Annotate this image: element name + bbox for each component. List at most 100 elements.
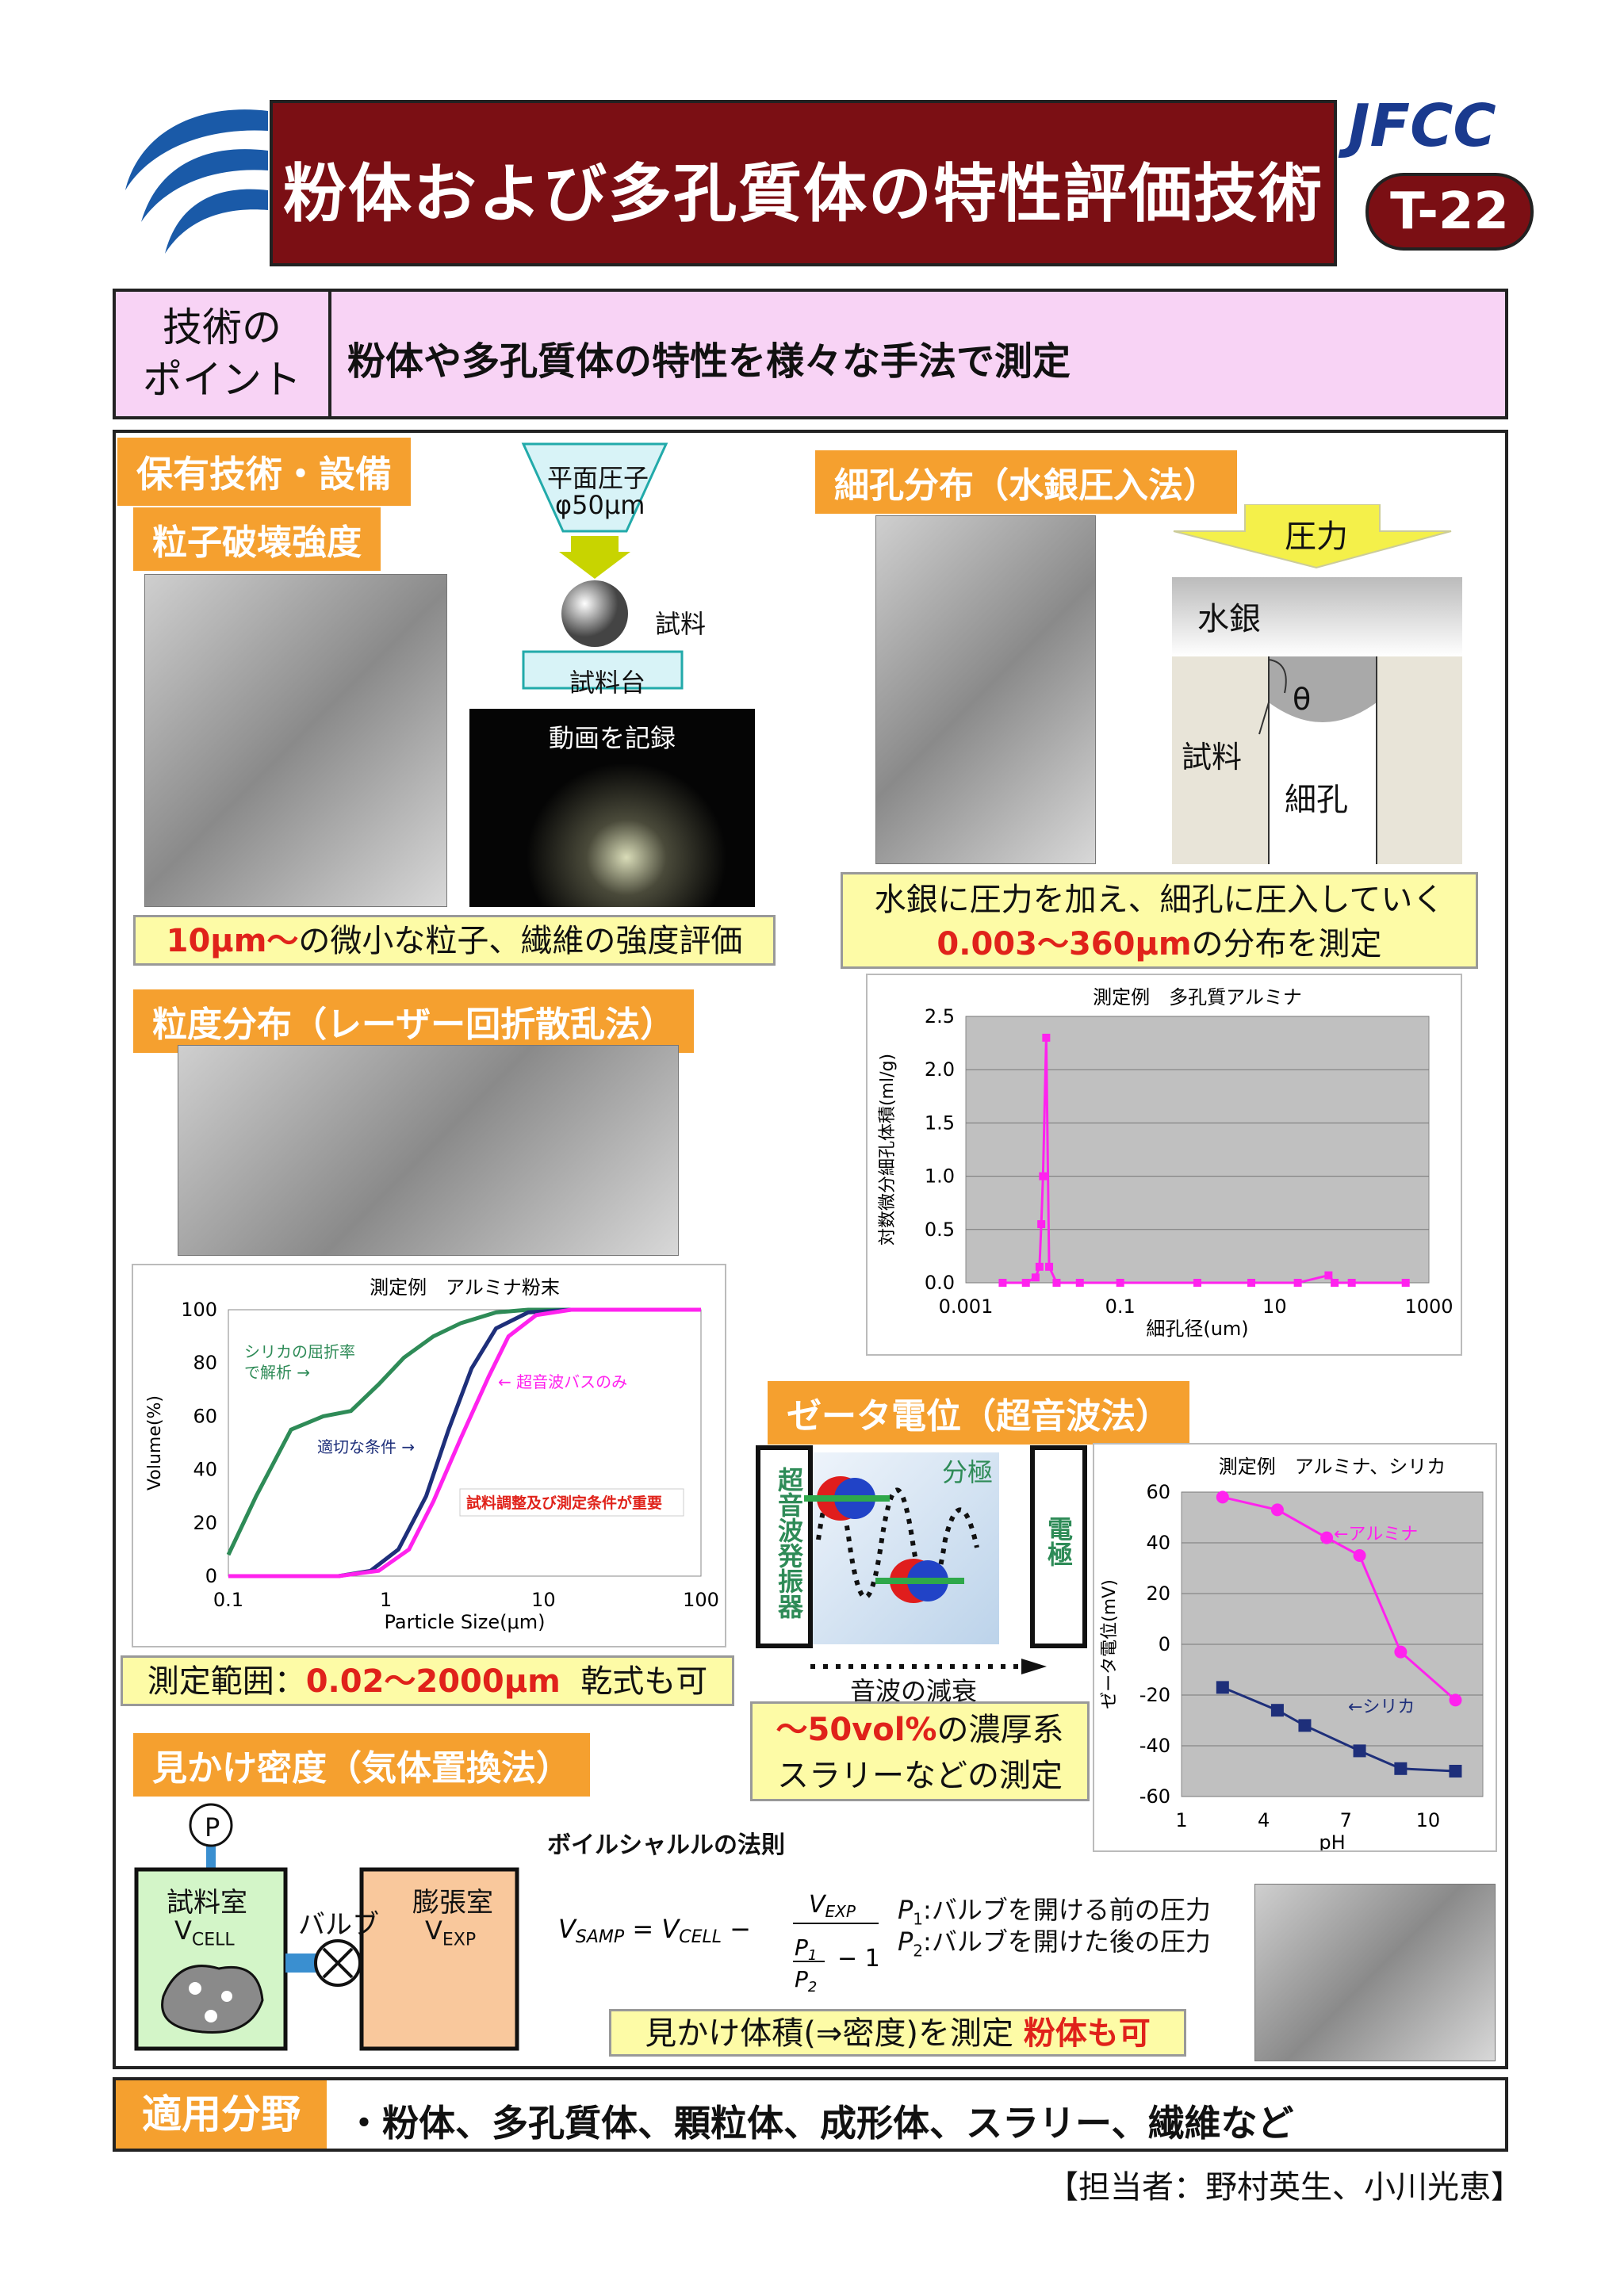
data-point [1324,1271,1333,1280]
data-point [1353,1744,1366,1758]
y-tick-label: 1.0 [925,1165,955,1188]
data-point [1449,1765,1462,1777]
gas-pycnometer-diagram [134,1803,519,2051]
y-axis-label: Volume(%) [145,1395,165,1490]
data-point [1331,1279,1339,1287]
indenter-diagram [521,442,684,690]
mercury-label: 水銀 [1197,601,1261,637]
data-point [1039,1172,1048,1181]
svg-text:P1: P1 [795,1934,817,1964]
annotation-box [459,1488,684,1517]
y-tick-label: 20 [193,1512,217,1534]
data-point [1216,1681,1229,1694]
indenter-label: 平面圧子 [547,463,649,493]
y-axis-label: ゼータ電位(mV) [1100,1579,1120,1709]
svg-text:P2: P2 [795,1966,817,1992]
photo-laser-analyzer [178,1045,679,1256]
application-text: ・粉体、多孔質体、顆粒体、成形体、スラリー、繊維など [346,2102,1294,2145]
x-tick-label: 0.1 [213,1589,243,1611]
pore-label: 細孔 [1285,782,1348,818]
v-exp-label: VEXP [425,1915,477,1950]
note-pore-text: の分布を測定 [1191,926,1382,962]
zeta-diagram [756,1445,1087,1648]
data-point [1298,1719,1312,1732]
note-pore-highlight: 0.003〜360μm [936,926,1192,962]
heading-particle-size: 粒度分布（レーザー回折散乱法） [133,989,695,1053]
attenuation-label: 音波の減衰 [850,1676,978,1706]
x-tick-label: 10 [1262,1295,1287,1318]
annotation-proper-condition: 適切な条件 → [317,1437,415,1456]
video-frame: 動画を記録 [469,709,755,907]
data-point [1116,1279,1124,1287]
data-point [1270,1704,1284,1717]
plot-area [228,1309,702,1577]
tech-point-label-line1: 技術の [163,304,282,350]
document-code-badge: T-22 [1365,173,1534,251]
y-tick-label: -60 [1139,1785,1170,1808]
note-zeta-line1: の濃厚系 [936,1712,1064,1748]
data-point [1193,1279,1201,1287]
chart-title: 測定例 アルミナ、シリカ [1219,1456,1446,1478]
y-tick-label: 0 [1159,1633,1170,1655]
heading-pore-distribution: 細孔分布（水銀圧入法） [815,450,1237,514]
data-point [1037,1220,1046,1229]
y-tick-label: 0.0 [925,1272,955,1294]
data-point [1045,1262,1054,1271]
series-line [228,1307,701,1578]
x-tick-label: 1 [1175,1809,1187,1831]
note-psd-text: 乾式も可 [580,1663,708,1700]
annotation-important: 試料調整及び測定条件が重要 [466,1494,662,1512]
note-psd: 測定範囲：0.02〜2000μm 乾式も可 [121,1655,734,1706]
author-credit: 【担当者：野村英生、小川光恵】 [1047,2169,1522,2206]
x-axis-label: pH [1319,1831,1345,1852]
annotation-silica-line2: で解析 → [244,1363,310,1382]
data-point [1031,1273,1040,1282]
photo-strength-tester [144,574,447,907]
x-tick-label: 0.001 [939,1295,994,1318]
svg-text:VEXP: VEXP [809,1891,856,1921]
chart-title: 測定例 多孔質アルミナ [1093,986,1302,1008]
note-density: 見かけ体積(⇒密度)を測定 粉体も可 [609,2009,1186,2057]
x-axis-label: Particle Size(μm) [385,1611,546,1633]
note-zeta-highlight: 〜50vol% [776,1712,937,1748]
stage-label: 試料台 [569,668,646,698]
p1-description: P1:バルブを開ける前の圧力 [898,1895,1211,1929]
sample-chamber-label: 試料室 [167,1887,247,1919]
data-point [1293,1279,1302,1287]
transducer-label: 超音波発振器 [774,1467,804,1619]
data-point [1394,1645,1408,1659]
y-tick-label: 2.5 [925,1005,955,1027]
data-point [1347,1279,1356,1287]
note-zeta-line2: スラリーなどの測定 [777,1758,1063,1794]
valve-label: バルブ [298,1909,379,1941]
data-point [1449,1693,1462,1707]
y-tick-label: -20 [1139,1684,1170,1706]
page-title: 粉体および多孔質体の特性評価技術 [283,157,1323,231]
svg-text:VSAMP = VCELL −: VSAMP = VCELL − [558,1914,751,1947]
series-label: ←アルミナ [1334,1525,1418,1544]
y-axis-label: 対数微分細孔体積(ml/g) [878,1054,898,1246]
expansion-chamber-label: 膨張室 [412,1887,493,1919]
tech-point-label: 技術の ポイント [116,292,331,416]
y-tick-label: 20 [1146,1582,1170,1605]
attenuation-arrow [810,1659,1047,1674]
x-tick-label: 10 [531,1589,556,1611]
data-point [1042,1033,1051,1042]
y-tick-label: 2.0 [925,1058,955,1081]
y-tick-label: -40 [1139,1735,1170,1757]
heading-particle-strength: 粒子破壊強度 [133,507,381,571]
pore-sample-label: 試料 [1182,740,1243,775]
note-pore-line1: 水銀に圧力を加え、細孔に圧入していく [874,882,1445,918]
indenter-size-label: φ50μm [555,490,645,520]
data-point [998,1279,1007,1287]
x-axis-label: 細孔径(um) [1146,1318,1248,1340]
y-tick-label: 1.5 [925,1112,955,1134]
y-tick-label: 40 [193,1459,217,1481]
y-tick-label: 0.5 [925,1219,955,1241]
annotation-silica-line1: シリカの屈折率 [244,1342,355,1361]
tech-point-box: 技術の ポイント 粉体や多孔質体の特性を様々な手法で測定 [113,289,1508,419]
series-label: ←シリカ [1348,1697,1415,1717]
boyle-law-title: ボイルシャルルの法則 [547,1831,785,1859]
data-point [1270,1503,1284,1517]
svg-text:− 1: − 1 [837,1945,880,1973]
